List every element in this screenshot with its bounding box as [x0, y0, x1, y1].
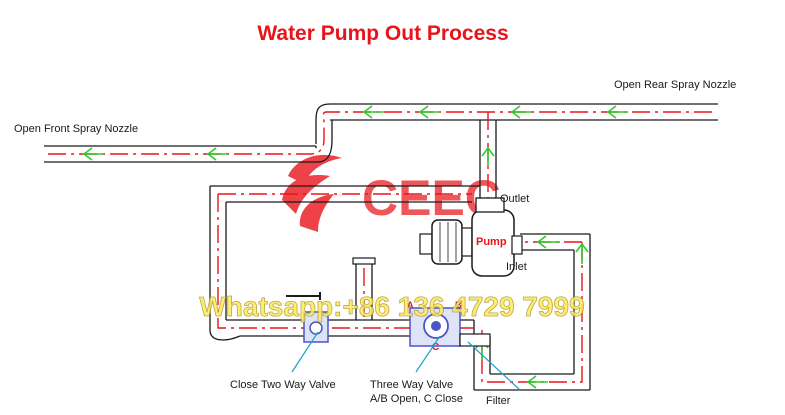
flow-arrow [606, 105, 628, 119]
callout-lines [291, 331, 521, 391]
flow-arrow [510, 105, 532, 119]
port-a-label: A [407, 300, 414, 310]
flow-path [48, 111, 712, 383]
two-way-valve [286, 292, 329, 343]
open-rear-spray-nozzle-label: Open Rear Spray Nozzle [614, 79, 736, 91]
three-way-valve-state-label: A/B Open, C Close [370, 393, 463, 405]
pump-label: Pump [476, 236, 507, 248]
three-way-valve [409, 307, 461, 347]
port-c-label: C [432, 342, 439, 353]
pipe-network [44, 103, 718, 391]
flow-arrow [526, 375, 548, 389]
flow-arrow [362, 105, 384, 119]
open-front-spray-nozzle-label: Open Front Spray Nozzle [14, 123, 138, 135]
flow-arrow [82, 147, 104, 161]
close-two-way-valve-label: Close Two Way Valve [230, 379, 336, 391]
filter-label: Filter [486, 395, 511, 407]
pump-assembly: Pump [419, 197, 523, 277]
watermark-contact: Whatsapp:+86 136 4729 7999 [199, 291, 584, 322]
port-b-label: B [455, 300, 462, 310]
flow-arrow [536, 235, 560, 249]
flow-arrow [206, 147, 228, 161]
diagram-title: Water Pump Out Process [257, 22, 508, 45]
c-branch-cap [352, 257, 376, 265]
flow-arrow [575, 242, 589, 264]
flow-arrow [418, 105, 440, 119]
flow-arrows [82, 105, 628, 389]
three-way-valve-label: Three Way Valve [370, 379, 453, 391]
flow-arrow [481, 146, 495, 166]
inlet-label: Inlet [506, 261, 527, 273]
outlet-label: Outlet [500, 193, 529, 205]
filter-element [459, 333, 491, 347]
